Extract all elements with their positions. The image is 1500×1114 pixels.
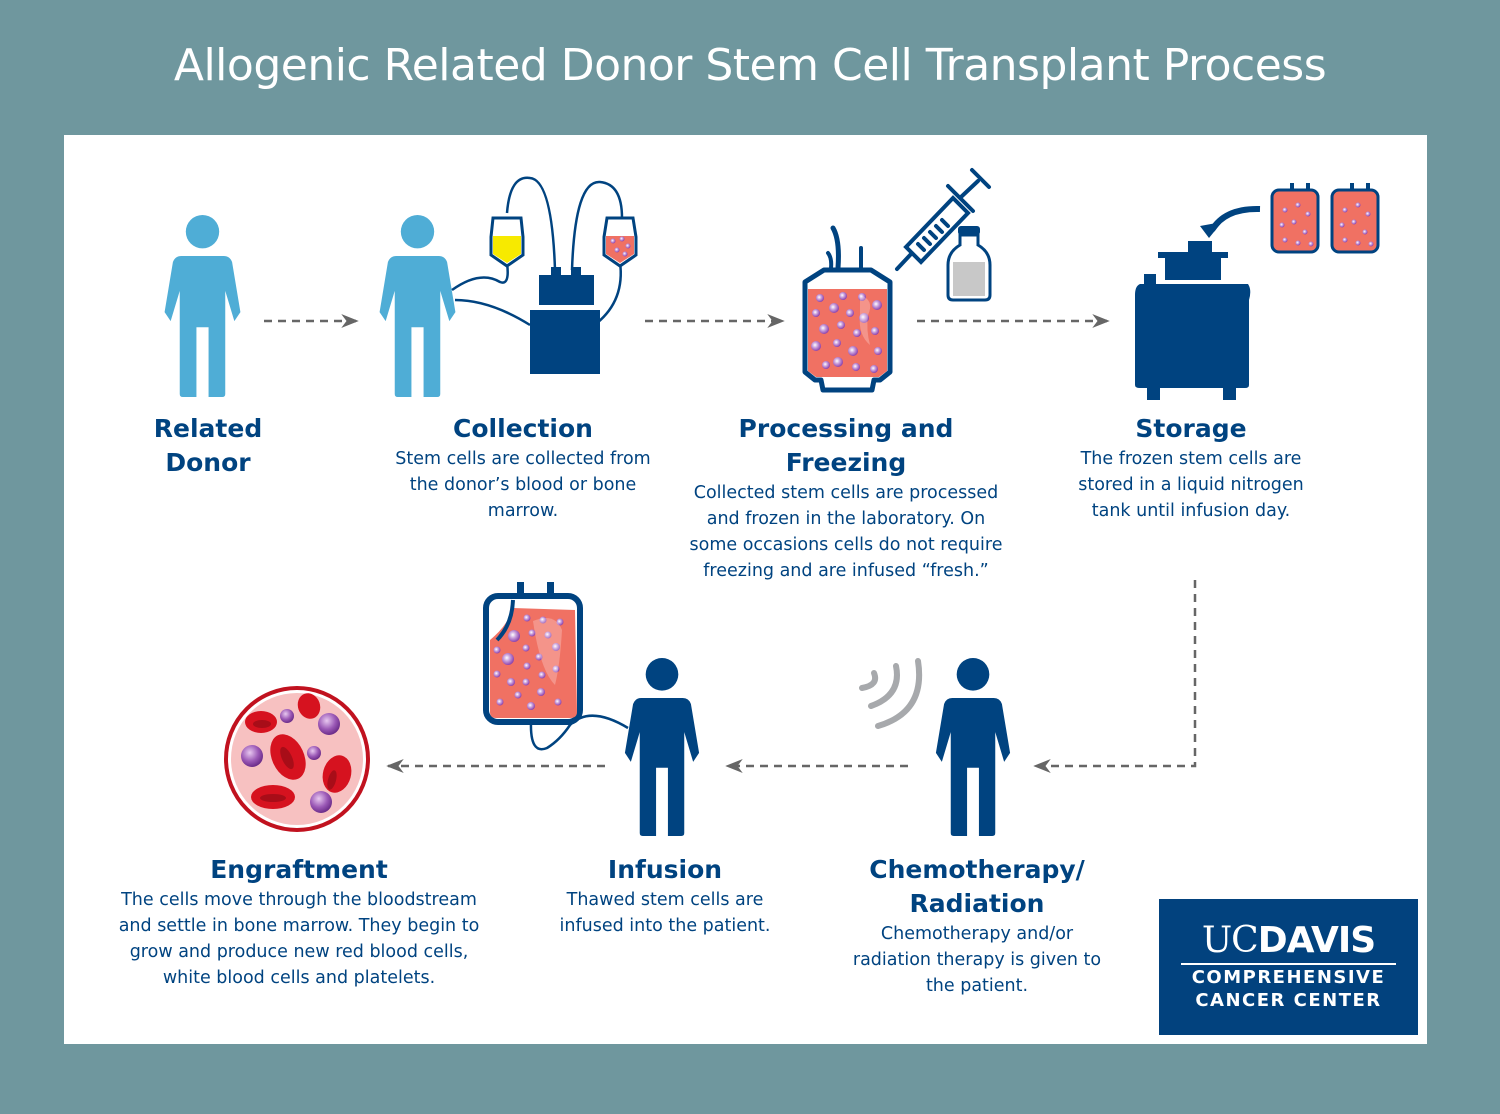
vial-icon (946, 226, 992, 302)
step-description: Collected stem cells are processed and f… (689, 483, 1003, 581)
related-donor-person-icon (164, 215, 241, 397)
infusion-patient-person-icon (624, 658, 700, 836)
step-engraftment: Engraftment The cells move through the b… (106, 853, 492, 991)
step-description: The frozen stem cells are stored in a li… (1078, 449, 1304, 521)
uc-davis-logo: UCDAVIS COMPREHENSIVE CANCER CENTER (1159, 899, 1418, 1035)
step-storage: Storage The frozen stem cells are stored… (1078, 412, 1304, 524)
step-description: Chemotherapy and/or radiation therapy is… (852, 924, 1102, 996)
step-title: Chemotherapy/Radiation (869, 855, 1085, 918)
step-description: Stem cells are collected from the donor’… (395, 449, 651, 521)
logo-wordmark: UCDAVIS (1201, 920, 1376, 961)
infusion-bag-icon (483, 582, 629, 751)
processing-cell-bag-icon (802, 225, 893, 393)
step-description: The cells move through the bloodstream a… (118, 890, 480, 988)
logo-line-comprehensive: COMPREHENSIVE (1191, 967, 1386, 988)
logo-divider (1181, 963, 1396, 965)
chemo-patient-person-icon (935, 658, 1011, 836)
step-title: Collection (453, 414, 593, 443)
step-chemo-radiation: Chemotherapy/Radiation Chemotherapy and/… (852, 853, 1102, 999)
page-title: Allogenic Related Donor Stem Cell Transp… (173, 40, 1327, 91)
step-title: Storage (1135, 414, 1247, 443)
arrow-storage-to-chemo (1033, 580, 1197, 773)
step-title: Engraftment (210, 855, 388, 884)
frozen-cell-bags-icon (1270, 183, 1380, 254)
engraftment-blood-cells-icon (224, 686, 370, 832)
storage-nitrogen-tank-icon (1135, 205, 1261, 400)
syringe-icon (895, 168, 991, 271)
step-infusion: Infusion Thawed stem cells are infused i… (545, 853, 785, 939)
logo-line-cancer-center: CANCER CENTER (1195, 990, 1382, 1011)
radiation-waves-icon (859, 658, 923, 729)
collection-apheresis-machine-icon (379, 176, 638, 397)
step-description: Thawed stem cells are infused into the p… (559, 890, 771, 936)
step-collection: Collection Stem cells are collected from… (385, 412, 661, 524)
step-title: Infusion (607, 855, 723, 884)
